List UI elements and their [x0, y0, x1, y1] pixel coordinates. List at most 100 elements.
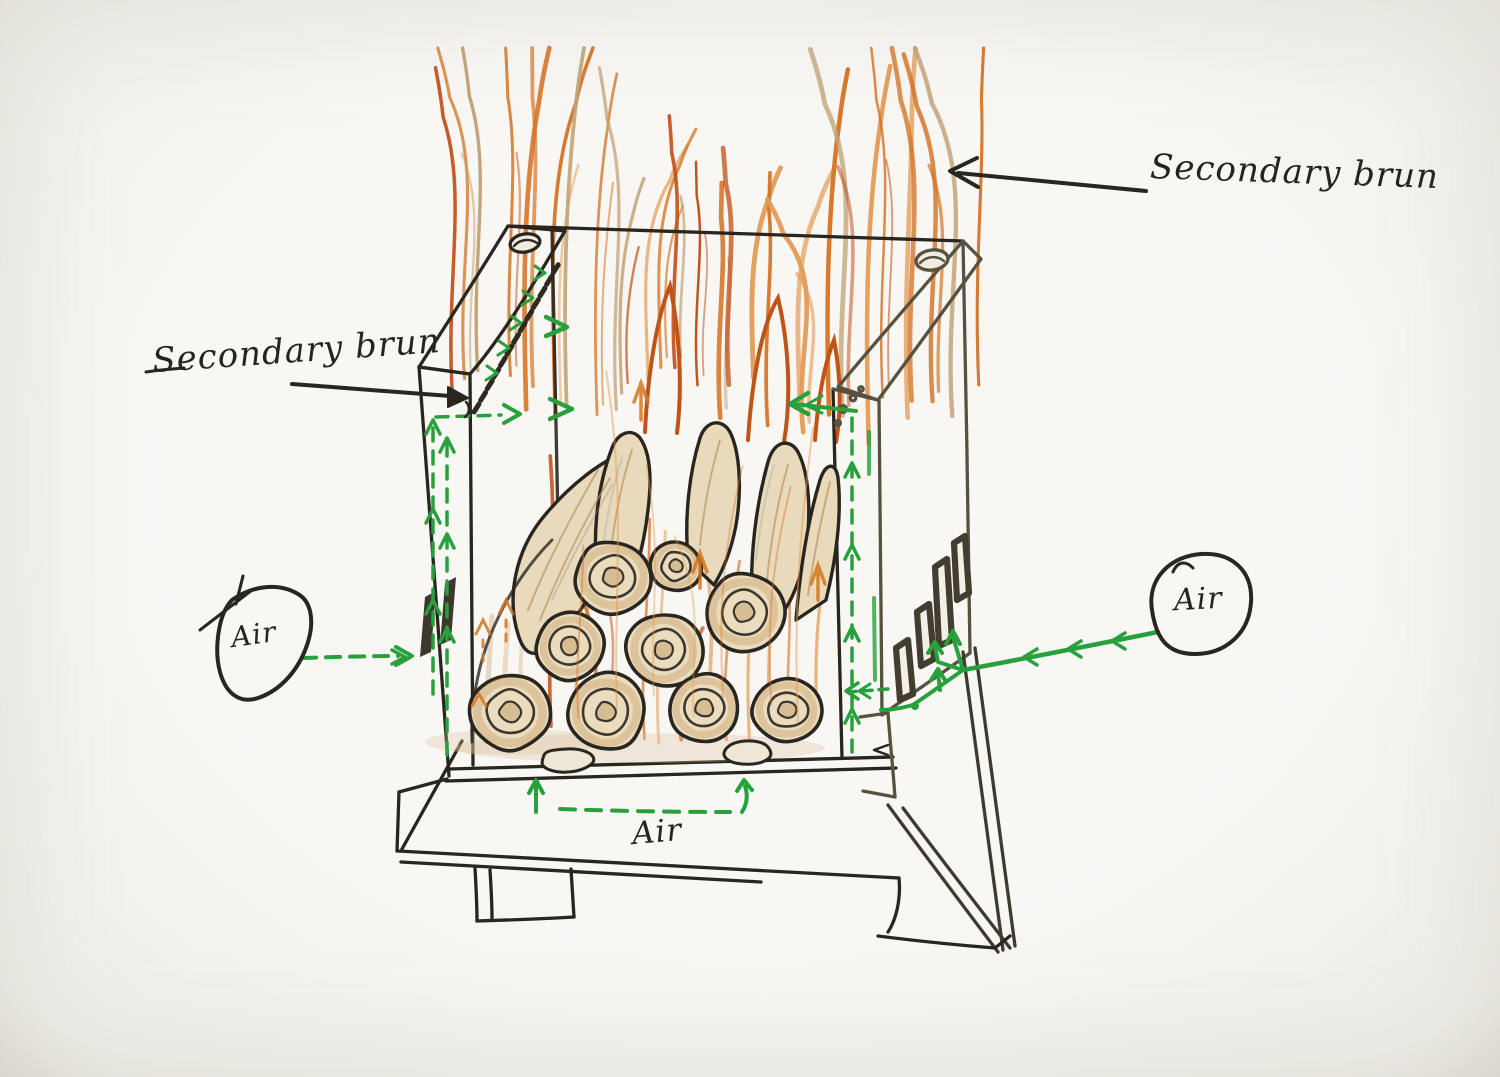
sketch-stroke	[559, 635, 580, 657]
sketch-stroke	[571, 678, 641, 747]
sketch-stroke	[795, 426, 815, 723]
orange-arrows	[470, 377, 827, 708]
right-wall-mid-edge	[877, 398, 884, 715]
jet-dashed-arrowhead	[502, 403, 522, 425]
right-wall-outer-edge	[961, 239, 972, 655]
tray-right-cap-bottom	[861, 789, 897, 799]
sketch-stroke	[504, 46, 515, 378]
sketch-stroke	[765, 196, 810, 435]
air-blob-left	[215, 584, 314, 702]
sketch-stroke	[471, 401, 482, 415]
sketch-stroke	[720, 464, 744, 700]
chamber-floor-front-edge	[447, 755, 895, 771]
left-vent-slot	[420, 591, 436, 657]
feed-branch-chevron	[944, 629, 962, 646]
orange-up-chevron	[497, 596, 515, 616]
leader-tip-curl	[463, 400, 471, 419]
sketch-stroke	[484, 378, 495, 392]
up-chevron	[424, 418, 442, 436]
sketch-stroke	[537, 285, 548, 299]
right-wall	[831, 239, 973, 760]
grain-line	[765, 464, 789, 591]
sketch-stroke	[668, 558, 684, 574]
sketch-stroke	[472, 677, 547, 748]
bottom-air-dashes	[558, 807, 732, 814]
right-vent-slot	[913, 600, 938, 670]
sketch-stroke	[764, 170, 773, 428]
sketch-stroke	[478, 389, 489, 403]
sketch-stroke	[548, 625, 592, 666]
air-blob-stroke	[234, 574, 245, 606]
sketch-stroke	[864, 63, 893, 447]
sketch-stroke	[701, 232, 709, 377]
sketch-stroke	[795, 168, 836, 410]
orange-up-arrow	[691, 547, 709, 590]
tray-back-left-edge	[397, 777, 449, 794]
sketch-stroke	[768, 485, 792, 706]
front-left-leg	[475, 915, 576, 923]
sketch-stroke	[522, 45, 552, 412]
up-chevron	[438, 532, 456, 550]
sketch-stroke	[530, 297, 541, 311]
logs	[425, 421, 841, 774]
sketch-stroke	[870, 46, 887, 399]
right-leg-strut	[961, 650, 1005, 952]
sketch-stroke	[644, 462, 656, 697]
sketch-stroke	[497, 700, 523, 724]
sketch-stroke	[836, 164, 855, 408]
feed-branch-up	[951, 635, 965, 672]
sketch-stroke	[504, 343, 515, 357]
feed-node	[911, 702, 919, 710]
air-blob-stroke	[198, 588, 254, 632]
sketch-stroke	[807, 46, 849, 418]
screw-left	[508, 232, 542, 254]
jet-chevron	[508, 314, 523, 332]
sketch-stroke	[732, 600, 756, 623]
sketch-stroke	[605, 370, 620, 710]
vent-in-chevron	[390, 648, 407, 666]
tray-right-cap-top	[858, 711, 890, 719]
up-chevron	[438, 626, 456, 644]
base-tray	[395, 711, 902, 934]
air-circle-right	[1149, 551, 1254, 656]
orange-up-arrow	[809, 559, 827, 602]
flow-chevron-left	[1022, 647, 1039, 667]
inject-left-chevron	[804, 394, 824, 415]
feed-branch-chevron	[926, 640, 944, 655]
up-chevron	[424, 507, 442, 525]
sketch-stroke	[576, 544, 585, 720]
inject-left-chevron	[787, 390, 811, 417]
label-air-right: Air	[1173, 580, 1224, 619]
jet-chevron	[520, 289, 535, 307]
up-chevron	[843, 543, 861, 561]
sketch-stroke	[901, 52, 938, 404]
bottom-air-up-chevron	[527, 778, 545, 795]
sketch-stroke	[673, 534, 696, 718]
sketch-stroke	[640, 627, 687, 672]
tray-front-thickness	[399, 860, 763, 884]
chamber-floor-thickness	[444, 766, 898, 783]
tray-left-edge	[395, 790, 401, 853]
sketch-stroke	[683, 687, 726, 728]
air-feed-line	[960, 629, 1161, 673]
sketch-stroke	[749, 165, 783, 381]
log-ends	[467, 540, 824, 753]
bottom-air-hook	[740, 784, 749, 814]
secondary-burn-hole-right	[848, 393, 858, 403]
grain-line	[527, 469, 599, 611]
sketch-stroke	[975, 46, 986, 387]
grain-line-grey	[551, 484, 613, 601]
sketch-stroke	[766, 691, 810, 728]
leader-arrowhead-left	[447, 386, 469, 408]
tray-front-edge	[396, 849, 901, 880]
sketch-stroke	[708, 577, 779, 646]
cavity-in-chevron	[857, 682, 872, 700]
sketch-stroke	[497, 355, 508, 369]
tray-corner-arrow	[872, 743, 890, 757]
feed-branch-down	[911, 668, 965, 707]
flow-chevron-left	[1066, 639, 1083, 659]
left-top-flange	[417, 224, 567, 376]
sketch-stroke	[889, 45, 917, 404]
sketch-stroke	[660, 550, 692, 583]
orange-up-arrow	[632, 377, 650, 422]
